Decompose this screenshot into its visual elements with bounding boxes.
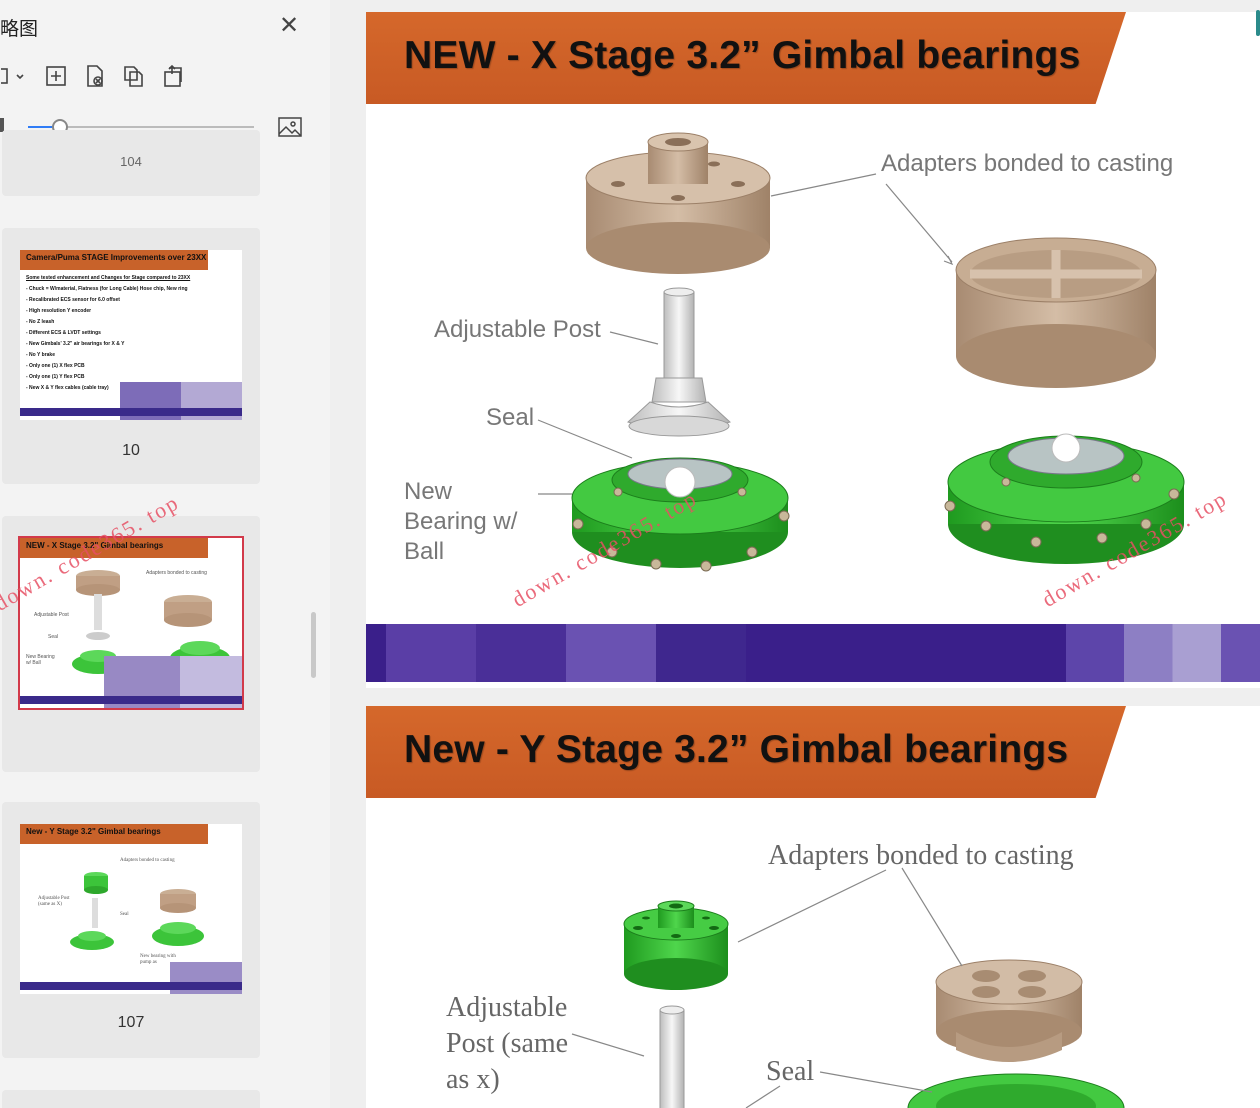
slide-header-bar [366,706,1126,798]
slide-canvas: NEW - X Stage 3.2” Gimbal bearings [330,0,1260,1108]
thumbnail-number: 10 [122,442,140,459]
thumbnail-bullet: - New X & Y flex cables (cable tray) [26,385,109,391]
thumbnail-label: New bearing with pump as [140,954,176,965]
gimbal-bearing-illustration [571,867,1125,1108]
thumbnail-card[interactable]: New - Y Stage 3.2" Gimbal bearings Adapt… [2,802,260,1058]
thumbnail-title: New - Y Stage 3.2" Gimbal bearings [20,824,208,844]
image-icon[interactable] [277,116,303,138]
thumbnail-card[interactable]: 104 [2,130,260,196]
thumbnail-label: Seal [120,912,129,917]
thumbnail-footer [20,408,242,416]
zoom-out-icon[interactable] [0,118,4,132]
main-scrollbar[interactable] [1256,10,1260,36]
add-slide-icon[interactable] [42,62,70,90]
thumbnail-number: 107 [117,1014,145,1031]
thumbnail-label: Seal [48,634,59,640]
thumbnail-bullet: - High resolution Y encoder [26,308,92,314]
label-adjustable-post-1: Adjustable [446,992,568,1023]
thumbnail-number: 104 [120,154,142,166]
thumbnail-label: Adjustable Post [34,612,69,618]
pixelation-block [386,624,746,682]
thumbnail-illustration [70,872,204,950]
thumbnail-bullet: - No Y brake [26,352,55,358]
thumbnail-card[interactable] [2,1090,260,1108]
label-adapters: Adapters bonded to casting [768,840,1074,871]
sidebar-title: 略图 [0,19,39,40]
pixelation-block [1066,624,1260,682]
thumbnail-label: New Bearing w/ Ball [26,654,55,666]
thumbnail-bullets: Some tested enhancement and Changes for … [26,274,202,394]
thumbnail-bullet: - Chuck = W/material, Flatness (for Long… [26,286,188,292]
slide-title: New - Y Stage 3.2” Gimbal bearings [404,728,1069,771]
thumbnail-label: Adjustable Post (same as X) [38,896,70,907]
thumbnail-bullet: Some tested enhancement and Changes for … [26,275,191,281]
label-adapters: Adapters bonded to casting [881,150,1174,177]
thumbnail-footer [20,696,242,704]
label-seal: Seal [766,1056,815,1087]
thumbnail-title: NEW - X Stage 3.2" Gimbal bearings [20,538,208,558]
slide-x-stage[interactable]: NEW - X Stage 3.2” Gimbal bearings [366,12,1260,688]
thumbnail-bullet: - Only one (1) X flex PCB [26,363,85,369]
thumbnail-title: Camera/Puma STAGE Improvements over 23XX [20,250,208,270]
label-adjustable-post: Adjustable Post [434,316,601,343]
layout-dropdown-icon[interactable] [0,62,26,90]
label-adjustable-post-2: Post (same [446,1028,569,1059]
thumbnail-label: Adapters bonded to casting [146,570,207,576]
thumbnail-card[interactable]: Camera/Puma STAGE Improvements over 23XX… [2,228,260,484]
delete-slide-icon[interactable] [81,62,109,90]
thumbnail-slide: Camera/Puma STAGE Improvements over 23XX… [20,250,242,420]
sidebar-scrollbar[interactable] [311,612,316,678]
gimbal-bearing-illustration [537,132,1185,572]
thumbnail-sidebar: 略图 ✕ 104 [0,0,330,1108]
thumbnail-zoom-slider[interactable] [28,119,254,135]
slide-header-bar [366,12,1126,104]
slide-y-stage[interactable]: New - Y Stage 3.2” Gimbal bearings [366,706,1260,1108]
close-icon[interactable]: ✕ [279,12,300,39]
thumbnail-label: Adapters bonded to casting [120,858,175,863]
slider-fill [28,126,60,128]
copy-slide-icon[interactable] [119,62,147,90]
thumbnail-footer [20,982,242,990]
label-new-bearing-2: Bearing w/ [404,508,518,535]
thumbnail-bullet: - New Gimbals' 3.2" air bearings for X &… [26,341,125,347]
slide-title: NEW - X Stage 3.2” Gimbal bearings [404,34,1081,77]
label-adjustable-post-3: as x) [446,1064,500,1095]
thumbnail-slide: New - Y Stage 3.2" Gimbal bearings Adapt… [20,824,242,994]
label-new-bearing-3: Ball [404,538,445,565]
move-slide-icon[interactable] [159,62,187,90]
thumbnail-card-selected[interactable]: NEW - X Stage 3.2" Gimbal bearings Adapt… [2,516,260,772]
thumbnail-bullet: - Only one (1) Y flex PCB [26,374,85,380]
thumbnail-bullet: - Different ECS & LVDT settings [26,330,101,336]
label-seal: Seal [486,404,535,431]
label-new-bearing-1: New [404,478,453,505]
thumbnail-bullet: - Recalibrated ECS sensor for 6.0 offset [26,297,120,303]
thumbnail-slide: NEW - X Stage 3.2" Gimbal bearings Adapt… [18,536,244,710]
thumbnail-bullet: - No Z leash [26,319,55,325]
